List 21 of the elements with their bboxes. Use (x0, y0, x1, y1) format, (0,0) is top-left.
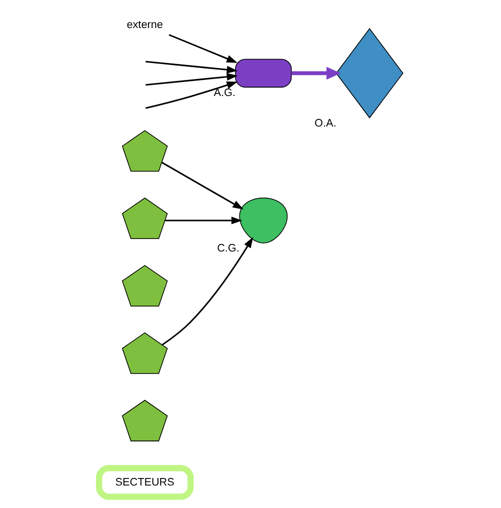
node-label: O.A. (314, 117, 336, 130)
node-text: externe (126, 19, 162, 32)
node-label: A.G. (213, 86, 235, 99)
node-diamond (335, 28, 403, 118)
node-pentagon (121, 264, 168, 306)
node-pentagon (121, 198, 168, 240)
node-pentagon (121, 400, 168, 442)
arrow (161, 237, 253, 346)
arrow (145, 81, 238, 109)
arrow (145, 73, 238, 86)
arrow (168, 34, 238, 63)
node-label: C.G. (216, 242, 239, 255)
arrow (290, 66, 340, 80)
node-box (234, 58, 292, 88)
node-pentagon (121, 130, 168, 172)
arrow (164, 216, 242, 224)
node-pentagon (121, 332, 168, 374)
node-box: SECTEURS (96, 465, 194, 500)
node-heart (238, 198, 288, 244)
arrow (145, 60, 238, 74)
arrow (160, 162, 244, 210)
